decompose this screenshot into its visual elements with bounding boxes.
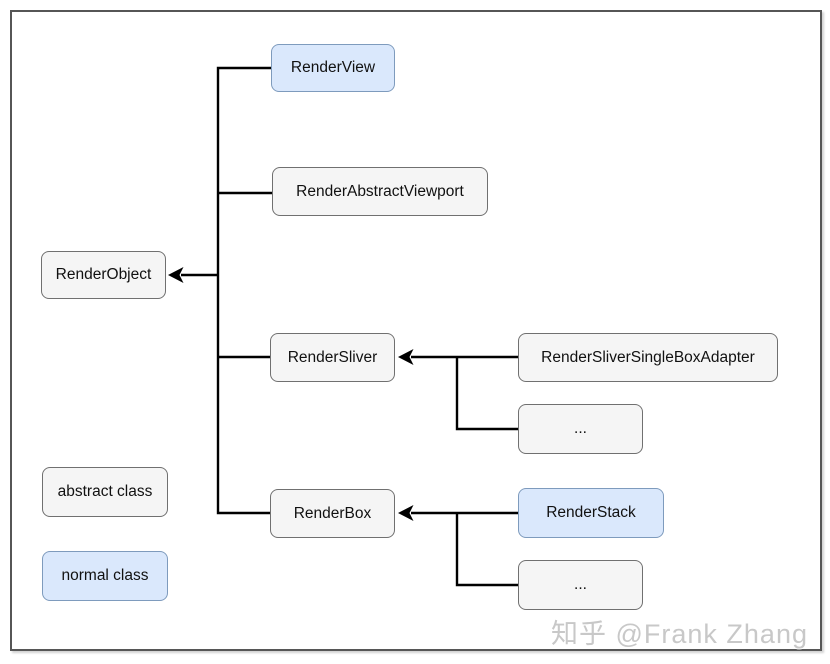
node-render-abstract-viewport: RenderAbstractViewport (272, 167, 488, 216)
node-box-more: ... (518, 560, 643, 610)
connector-trunk (216, 66, 272, 515)
connector-box-more-line (455, 513, 518, 587)
connector-sliver-more-line (455, 357, 518, 431)
node-render-sliver-single-box-adapter: RenderSliverSingleBoxAdapter (518, 333, 778, 382)
zhihu-watermark: 知乎 @Frank Zhang (551, 619, 808, 649)
node-render-view: RenderView (271, 44, 395, 92)
arrowhead-to-render-box (398, 505, 414, 521)
arrowhead-to-render-object (168, 267, 184, 283)
node-render-stack: RenderStack (518, 488, 664, 538)
node-render-object: RenderObject (41, 251, 166, 299)
node-render-box: RenderBox (270, 489, 395, 538)
diagram-frame-border (10, 10, 822, 651)
legend-normal-class: normal class (42, 551, 168, 601)
legend-abstract-class: abstract class (42, 467, 168, 517)
node-sliver-more: ... (518, 404, 643, 454)
arrowhead-to-render-sliver (398, 349, 414, 365)
node-render-sliver: RenderSliver (270, 333, 395, 382)
